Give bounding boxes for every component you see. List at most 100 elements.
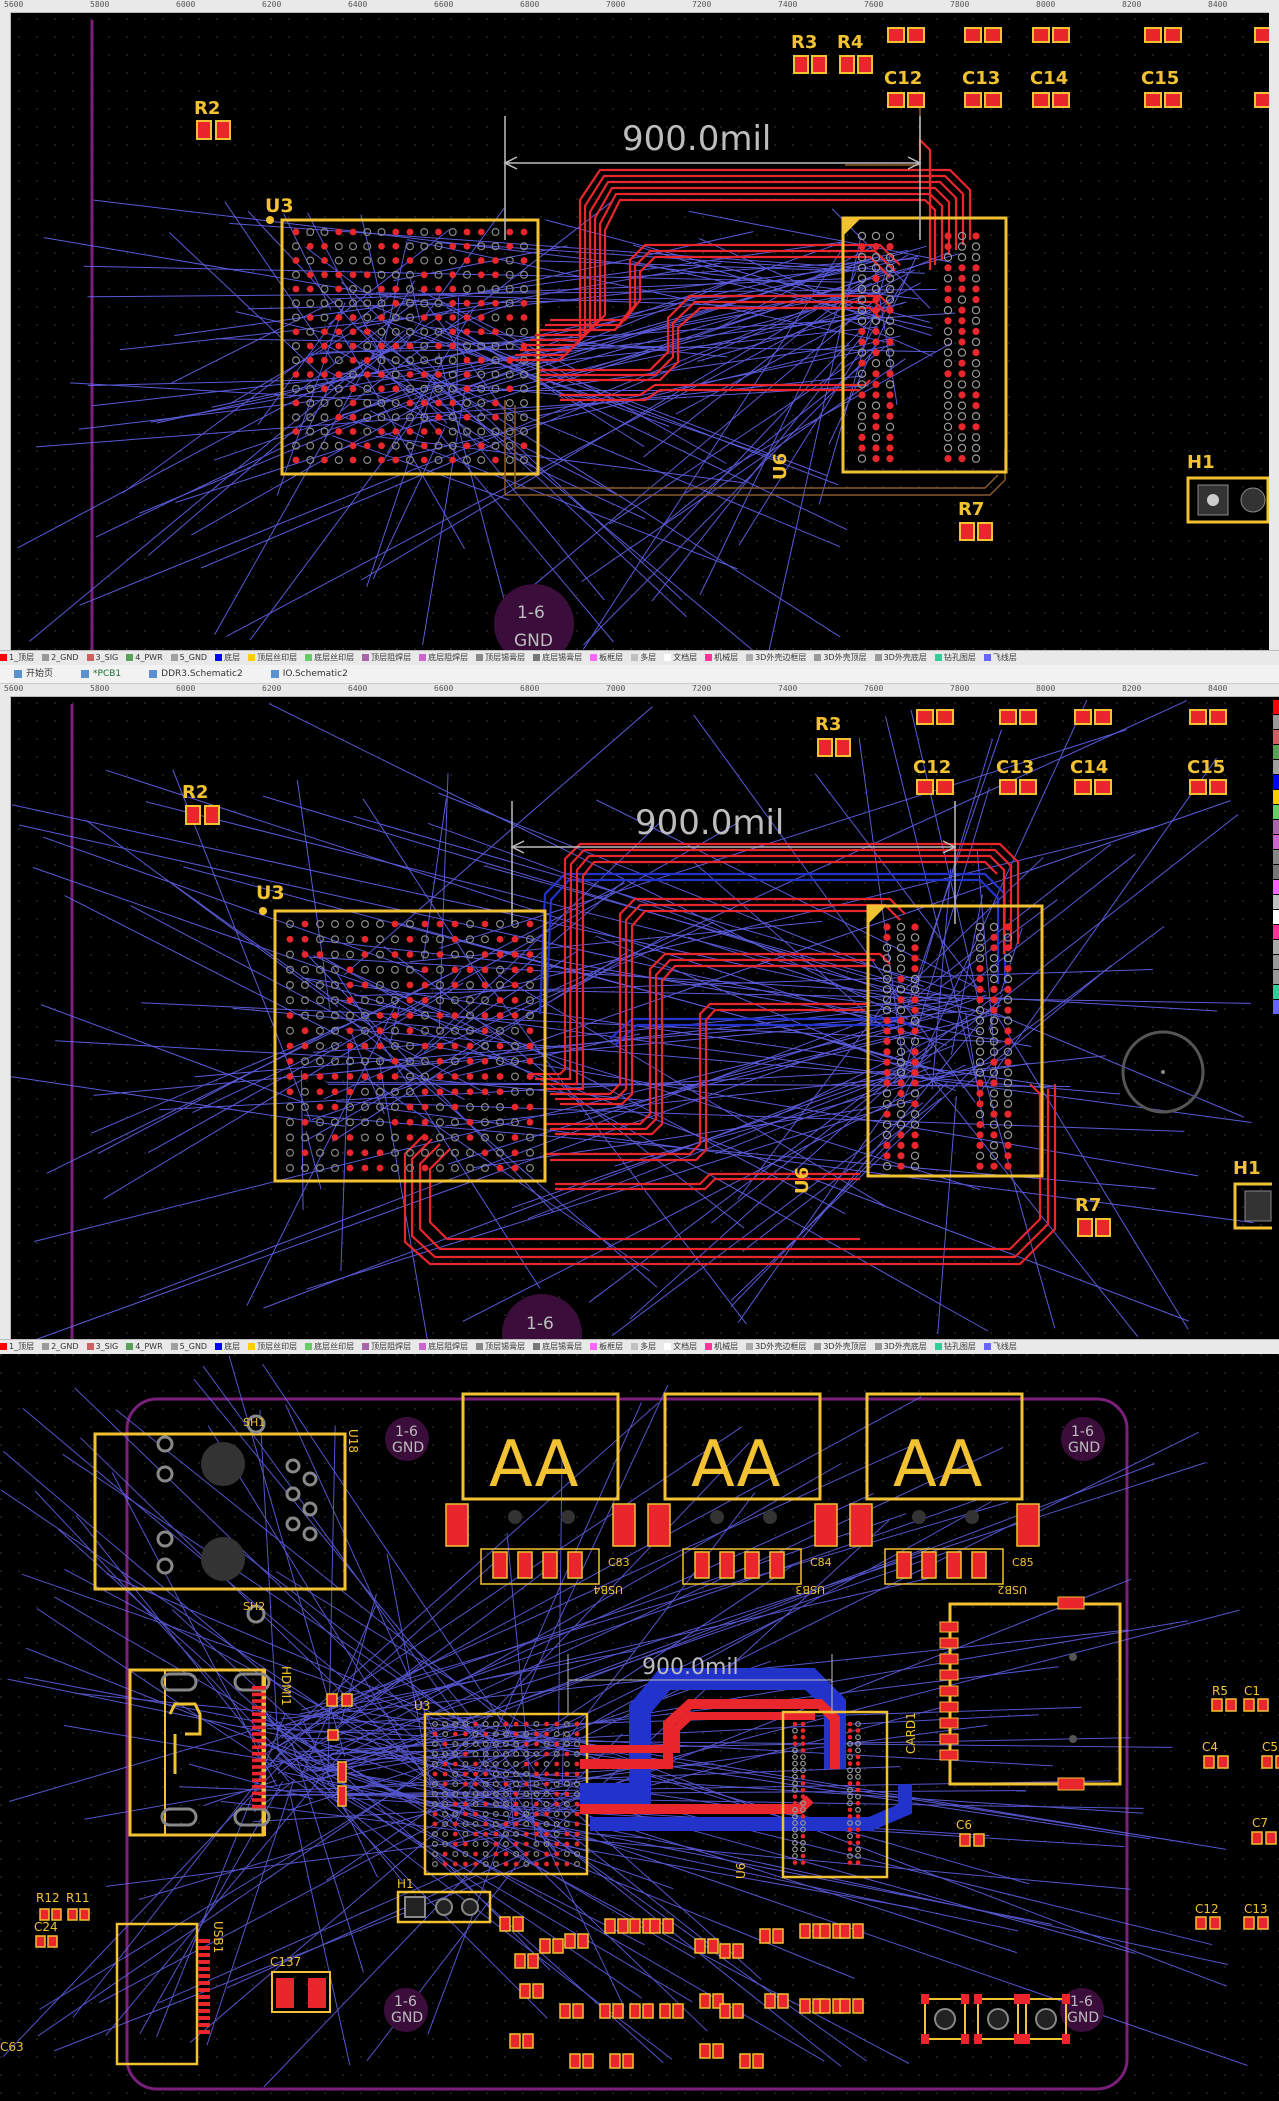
right-scrollbar[interactable] [1269, 0, 1279, 660]
tab-0[interactable]: 开始页 [0, 665, 67, 683]
layer-item[interactable]: 底层 [215, 651, 240, 665]
r4-footprint[interactable] [839, 55, 873, 74]
layer-swatch[interactable] [1273, 700, 1279, 714]
layer-item[interactable]: 顶层阻焊层 [362, 1340, 411, 1354]
dimension-900mil-2[interactable] [510, 801, 957, 924]
dimension-900mil[interactable] [503, 116, 922, 240]
layer-swatch[interactable] [1273, 730, 1279, 744]
tab-1[interactable]: *PCB1 [67, 665, 135, 683]
layer-item[interactable]: 底层锡膏层 [533, 651, 582, 665]
layer-item[interactable]: 钻孔图层 [934, 1340, 976, 1354]
layer-item[interactable]: 底层丝印层 [305, 1340, 354, 1354]
layer-item[interactable]: 3_SIG [86, 1340, 118, 1354]
layer-item[interactable]: 4_PWR [126, 651, 163, 665]
u6-footprint-3[interactable] [781, 1710, 889, 1879]
layer-item[interactable]: 5_GND [170, 1340, 207, 1354]
gnd-vias-corners[interactable] [384, 1417, 1105, 2032]
layer-swatch[interactable] [1273, 895, 1279, 909]
layer-swatch[interactable] [1273, 910, 1279, 924]
layer-item[interactable]: 1_顶层 [0, 651, 34, 665]
layer-item[interactable]: 文档层 [664, 651, 697, 665]
capacitor-row[interactable] [887, 27, 1269, 108]
r2-footprint-2[interactable] [185, 805, 220, 825]
layer-item[interactable]: 顶层锡膏层 [476, 651, 525, 665]
layer-color-swatches[interactable] [1273, 700, 1279, 1015]
dimension-900mil-3[interactable] [567, 1654, 833, 1714]
layer-item[interactable]: 3D外壳底层 [874, 651, 927, 665]
layer-item[interactable]: 钻孔图层 [934, 651, 976, 665]
pcb-canvas-3[interactable]: U18 SH1 SH2 1-6 GND 1-6 GND 1-6 GND 1-6 … [0, 1354, 1279, 2101]
layer-item[interactable]: 底层阻焊层 [419, 1340, 468, 1354]
r7-footprint-2[interactable] [1077, 1218, 1111, 1237]
layer-swatch[interactable] [1273, 805, 1279, 819]
layer-item[interactable]: 底层丝印层 [305, 651, 354, 665]
r7-footprint[interactable] [959, 522, 993, 541]
layer-item[interactable]: 3D外壳顶层 [814, 1340, 867, 1354]
layer-item[interactable]: 飞线层 [983, 651, 1017, 665]
c137-footprint[interactable] [271, 1971, 331, 2013]
r2-footprint[interactable] [196, 120, 231, 140]
left-passives[interactable] [35, 1908, 90, 1948]
layer-item[interactable]: 顶层锡膏层 [476, 1340, 525, 1354]
hdmi1-footprint[interactable] [128, 1668, 271, 1837]
r3-footprint[interactable] [793, 55, 827, 74]
u18-footprint[interactable] [93, 1414, 347, 1624]
pcb-view-3[interactable]: U18 SH1 SH2 1-6 GND 1-6 GND 1-6 GND 1-6 … [0, 1354, 1279, 2101]
pcb-canvas-1[interactable]: U3 [0, 0, 1269, 665]
layer-item[interactable]: 飞线层 [983, 1340, 1017, 1354]
bottom-passives[interactable] [499, 1916, 864, 2069]
layer-swatch[interactable] [1273, 715, 1279, 729]
right-passives[interactable] [959, 1698, 1279, 1930]
h1-footprint[interactable] [1186, 476, 1269, 524]
layer-swatch[interactable] [1273, 835, 1279, 849]
layer-item[interactable]: 机械层 [705, 651, 738, 665]
tab-3[interactable]: IO.Schematic2 [257, 665, 362, 683]
layer-item[interactable]: 3D外壳顶层 [814, 651, 867, 665]
layer-item[interactable]: 板框层 [590, 651, 623, 665]
layer-item[interactable]: 3D外壳边框层 [746, 1340, 806, 1354]
layer-item[interactable]: 底层阻焊层 [419, 651, 468, 665]
layer-swatch[interactable] [1273, 745, 1279, 759]
layer-swatch[interactable] [1273, 940, 1279, 954]
layer-item[interactable]: 顶层丝印层 [248, 1340, 297, 1354]
capacitor-row-2[interactable] [916, 709, 1227, 795]
layer-swatch[interactable] [1273, 970, 1279, 984]
u6-footprint[interactable] [841, 216, 1008, 474]
r3-footprint-2[interactable] [817, 738, 851, 757]
h1-footprint-2[interactable] [1233, 1182, 1272, 1230]
layer-swatch[interactable] [1273, 1000, 1279, 1014]
h1-footprint-3[interactable] [396, 1890, 492, 1924]
layer-swatch[interactable] [1273, 985, 1279, 999]
layer-item[interactable]: 顶层阻焊层 [362, 651, 411, 665]
u3-footprint-3[interactable] [423, 1712, 589, 1876]
layer-swatch[interactable] [1273, 790, 1279, 804]
layer-item[interactable]: 4_PWR [126, 1340, 163, 1354]
layer-swatch[interactable] [1273, 955, 1279, 969]
layer-item[interactable]: 5_GND [170, 651, 207, 665]
buttons-row[interactable] [921, 1994, 1070, 2044]
layer-item[interactable]: 3_SIG [86, 651, 118, 665]
layer-item[interactable]: 底层 [215, 1340, 240, 1354]
layer-swatch[interactable] [1273, 760, 1279, 774]
layer-item[interactable]: 3D外壳底层 [874, 1340, 927, 1354]
layer-swatch[interactable] [1273, 925, 1279, 939]
usb1-footprint[interactable] [115, 1922, 210, 2066]
layer-item[interactable]: 文档层 [664, 1340, 697, 1354]
layer-item[interactable]: 板框层 [590, 1340, 623, 1354]
layer-swatch[interactable] [1273, 850, 1279, 864]
layer-item[interactable]: 多层 [631, 1340, 656, 1354]
layer-swatch[interactable] [1273, 865, 1279, 879]
layer-item[interactable]: 2_GND [42, 1340, 79, 1354]
u3-footprint-2[interactable] [259, 907, 547, 1183]
layer-item[interactable]: 3D外壳边框层 [746, 651, 806, 665]
pcb-canvas-2[interactable]: U3 U6 900.0mil R2 [0, 684, 1272, 1354]
layer-item[interactable]: 顶层丝印层 [248, 651, 297, 665]
hdmi-passives[interactable] [326, 1693, 353, 1807]
layer-swatch[interactable] [1273, 820, 1279, 834]
